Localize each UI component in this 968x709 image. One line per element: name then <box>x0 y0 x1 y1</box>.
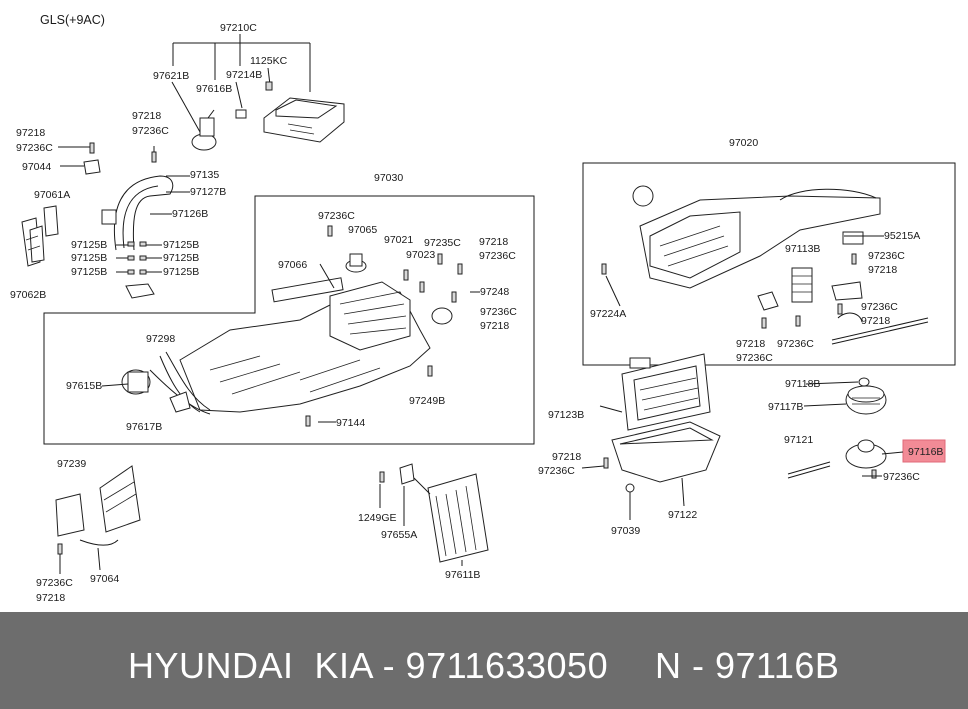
label-97236C-b: 97236C <box>16 142 53 154</box>
label-95215A: 95215A <box>884 230 920 242</box>
label-97655A: 97655A <box>381 529 417 541</box>
label-97044: 97044 <box>22 161 51 173</box>
label-97236C-a: 97236C <box>132 125 169 137</box>
label-97218-i: 97218 <box>36 592 65 604</box>
label-97236C-e: 97236C <box>480 306 517 318</box>
label-97039: 97039 <box>611 525 640 537</box>
label-97125B-6: 97125B <box>163 266 199 278</box>
label-97210C: 97210C <box>220 22 257 34</box>
label-97126B: 97126B <box>172 208 208 220</box>
label-97125B-3: 97125B <box>71 252 107 264</box>
label-97123B: 97123B <box>548 409 584 421</box>
label-97611B: 97611B <box>445 569 480 581</box>
label-97125B-5: 97125B <box>71 266 107 278</box>
label-97617B: 97617B <box>126 421 162 433</box>
label-97236C-j: 97236C <box>883 471 920 483</box>
label-97218-f: 97218 <box>861 315 890 327</box>
footer-bar: HYUNDAI KIA - 9711633050 N - 97116B <box>0 612 968 709</box>
filter-and-tray <box>603 353 721 493</box>
label-97121: 97121 <box>784 434 813 446</box>
label-97020: 97020 <box>729 137 758 149</box>
label-97621B: 97621B <box>153 70 189 82</box>
label-97218-b: 97218 <box>16 127 45 139</box>
label-97127B: 97127B <box>190 186 226 198</box>
label-1249GE: 1249GE <box>358 512 397 524</box>
label-97144: 97144 <box>336 417 365 429</box>
label-97218-a: 97218 <box>132 110 161 122</box>
label-97061A: 97061A <box>34 189 70 201</box>
label-97218-c: 97218 <box>479 236 508 248</box>
label-97064: 97064 <box>90 573 119 585</box>
label-97218-d: 97218 <box>480 320 509 332</box>
label-1125KC: 1125KC <box>250 55 288 67</box>
label-97248: 97248 <box>480 286 509 298</box>
part-labels: 97210C 1125KC 97621B 97214B 97616B 97218… <box>10 22 946 604</box>
bottom-left-parts <box>55 463 489 563</box>
blower-case-97020 <box>601 185 929 345</box>
label-97214B: 97214B <box>226 69 262 81</box>
label-97236C-l: 97236C <box>36 577 73 589</box>
label-97236C-k: 97236C <box>538 465 575 477</box>
label-97616B: 97616B <box>196 83 232 95</box>
label-97116B: 97116B <box>908 446 943 458</box>
label-97062B: 97062B <box>10 289 46 301</box>
left-column-parts <box>21 142 174 299</box>
label-97239: 97239 <box>57 458 86 470</box>
footer-brand-part-number: HYUNDAI KIA - 9711633050 <box>128 645 609 686</box>
diagram-title: GLS(+9AC) <box>40 13 105 27</box>
label-97236C-h: 97236C <box>777 338 814 350</box>
label-97615B: 97615B <box>66 380 102 392</box>
label-97235C: 97235C <box>424 237 461 249</box>
frame-97020 <box>582 162 956 366</box>
label-97135: 97135 <box>190 169 219 181</box>
label-97298: 97298 <box>146 333 175 345</box>
label-97236C-g: 97236C <box>861 301 898 313</box>
label-97066: 97066 <box>278 259 307 271</box>
parts-diagram: GLS(+9AC) <box>10 13 956 604</box>
label-97218-h: 97218 <box>552 451 581 463</box>
frame-97030 <box>43 195 535 445</box>
actuator-group <box>151 34 345 163</box>
label-97021: 97021 <box>384 234 413 246</box>
label-97113B: 97113B <box>785 243 820 255</box>
label-97030: 97030 <box>374 172 403 184</box>
label-97218-e: 97218 <box>868 264 897 276</box>
label-97224A: 97224A <box>590 308 626 320</box>
label-97125B-1: 97125B <box>71 239 107 251</box>
label-97236C-c: 97236C <box>318 210 355 222</box>
label-97218-g: 97218 <box>736 338 765 350</box>
label-97249B: 97249B <box>409 395 445 407</box>
highlight-box-97116B <box>902 439 946 463</box>
heater-unit-97030 <box>121 225 463 427</box>
blower-motor-group <box>787 377 887 479</box>
label-97117B: 97117B <box>768 401 803 413</box>
label-97125B-2: 97125B <box>163 239 199 251</box>
footer-diagram-code: N - 97116B <box>655 645 840 686</box>
label-97236C-i: 97236C <box>736 352 773 364</box>
label-97236C-d: 97236C <box>479 250 516 262</box>
leader-lines <box>58 146 904 574</box>
label-97023: 97023 <box>406 249 435 261</box>
label-97065: 97065 <box>348 224 377 236</box>
label-97236C-f: 97236C <box>868 250 905 262</box>
label-97118B: 97118B <box>785 378 820 390</box>
label-97122: 97122 <box>668 509 697 521</box>
label-97125B-4: 97125B <box>163 252 199 264</box>
